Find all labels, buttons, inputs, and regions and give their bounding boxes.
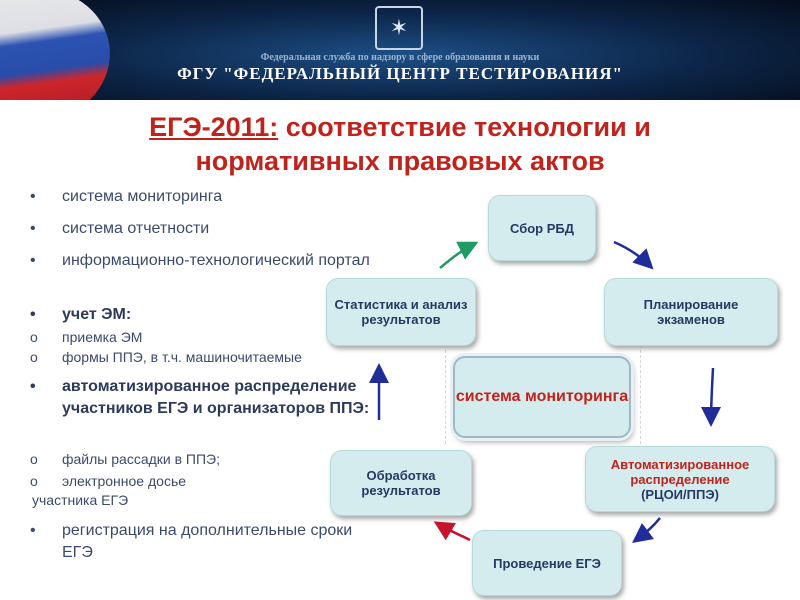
title-line1: соответствие технологии и — [278, 112, 651, 142]
title-year: ЕГЭ-2011: — [149, 112, 279, 142]
circle-bullet-icon: o — [30, 349, 38, 365]
node-auto-distribution: Автоматизированное распределение (РЦОИ/П… — [585, 446, 775, 512]
monitoring-center-node: система мониторинга — [453, 356, 631, 438]
sub-list-item: o электронное досье — [30, 473, 187, 489]
list-item: • система мониторинга — [30, 186, 390, 208]
circle-bullet-icon: o — [30, 329, 38, 345]
sub-list-item: o формы ППЭ, в т.ч. машиночитаемые — [30, 349, 302, 365]
node-processing: Обработка результатов — [330, 450, 472, 516]
list-item: • учет ЭМ: — [30, 304, 390, 326]
circle-bullet-icon: o — [30, 451, 38, 467]
center-frame — [445, 350, 641, 444]
title-line2: нормативных правовых актов — [195, 146, 605, 176]
node-planning: Планирование экзаменов — [604, 278, 778, 346]
arrow-planning-to-auto — [701, 367, 722, 427]
bullet-icon: • — [30, 252, 36, 269]
node-auto-distribution-sub: (РЦОИ/ППЭ) — [641, 486, 719, 502]
bullet-icon: • — [30, 522, 36, 539]
agency-name: Федеральная служба по надзору в сфере об… — [260, 52, 540, 63]
sub-list-continuation: участника ЕГЭ — [32, 492, 129, 508]
arrow-auto-to-conduct — [632, 517, 661, 544]
sub-list-item: o приемка ЭМ — [30, 329, 143, 345]
arrow-conduct-to-processing — [433, 521, 471, 542]
emblem-icon: ✶ — [375, 6, 423, 50]
arrow-collect-to-planning — [613, 240, 654, 270]
bullet-icon: • — [30, 306, 36, 323]
bullet-icon: • — [30, 378, 36, 395]
list-item: • автоматизированное распределение участ… — [30, 378, 370, 417]
list-item: • система отчетности — [30, 218, 390, 240]
node-stats: Статистика и анализ результатов — [326, 278, 476, 346]
node-auto-distribution-label: Автоматизированное распределение — [610, 456, 750, 487]
arrow-stats-to-collect — [439, 241, 479, 269]
bullet-icon: • — [30, 220, 36, 237]
sub-list-item: o файлы рассадки в ППЭ; — [30, 451, 221, 467]
node-collect: Сбор РБД — [488, 195, 596, 261]
list-item: • информационно-технологический портал — [30, 250, 390, 272]
circle-bullet-icon: o — [30, 473, 38, 489]
header-banner: ✶ Федеральная служба по надзору в сфере … — [0, 0, 800, 100]
bullet-icon: • — [30, 188, 36, 205]
page-title: ЕГЭ-2011: соответствие технологии и норм… — [90, 110, 710, 178]
node-conduct: Проведение ЕГЭ — [472, 530, 622, 596]
list-item: • регистрация на дополнительные сроки ЕГ… — [30, 522, 353, 561]
center-name: ФГУ "ФЕДЕРАЛЬНЫЙ ЦЕНТР ТЕСТИРОВАНИЯ" — [177, 64, 623, 83]
